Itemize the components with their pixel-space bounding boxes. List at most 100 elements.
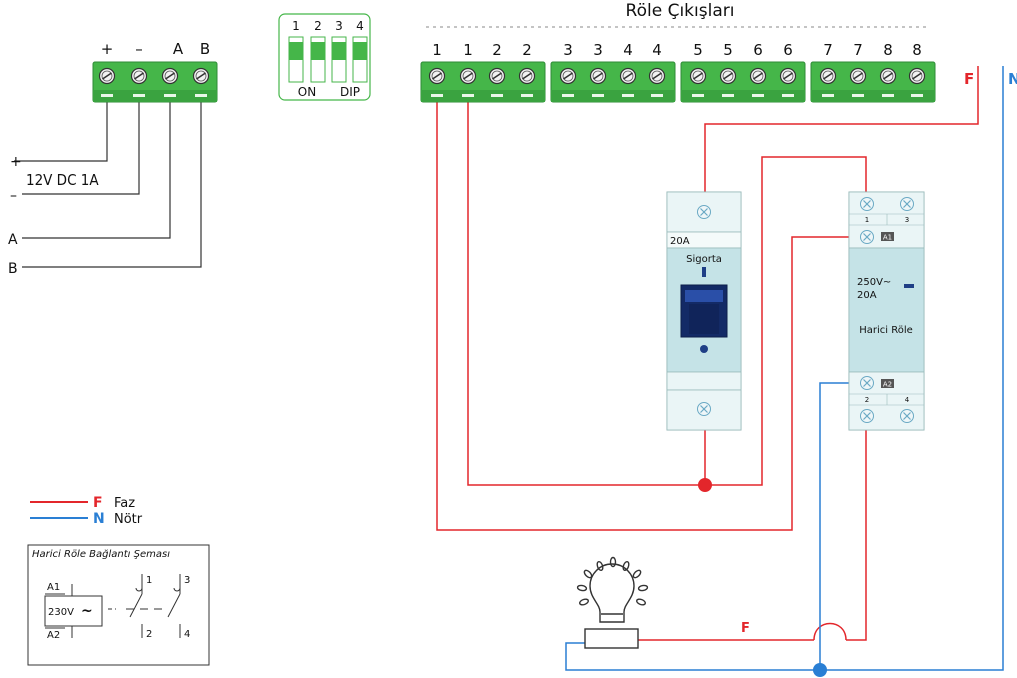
- relay-contact-1: 1: [865, 216, 869, 224]
- schematic-contact-4: 4: [184, 629, 190, 640]
- screw-icon: [488, 67, 506, 85]
- relay-terminal-number: 1: [432, 41, 442, 59]
- screw-icon: [619, 67, 637, 85]
- relay-terminal-number: 5: [723, 41, 733, 59]
- dip-toggle-4[interactable]: [352, 36, 368, 83]
- terminal-label-b: B: [200, 40, 210, 58]
- relay-outputs-title: Röle Çıkışları: [626, 1, 735, 21]
- screw-icon: [696, 401, 712, 417]
- screw-icon: [696, 204, 712, 220]
- fuse-rating: 20A: [670, 236, 690, 247]
- dip-label: DIP: [340, 85, 360, 99]
- relay-terminal-number: 3: [593, 41, 603, 59]
- screw-icon: [859, 196, 875, 212]
- external-relay-device: 1 3 A1 250V~ 20A Harici Röle A2 2 4: [848, 191, 925, 431]
- relay-terminal-number: 7: [823, 41, 833, 59]
- schematic-contact-2: 2: [146, 629, 152, 640]
- relay-rating-current: 20A: [857, 290, 877, 301]
- fuse-name: Sigorta: [686, 254, 722, 265]
- screw-icon: [459, 67, 477, 85]
- relay-contact-2: 2: [865, 396, 869, 404]
- relay-terminal-number: 6: [783, 41, 793, 59]
- mains-phase-label: F: [964, 70, 974, 88]
- dip-toggle-3[interactable]: [331, 36, 347, 83]
- relay-contact-4: 4: [905, 396, 910, 404]
- dip-toggle-1[interactable]: [288, 36, 304, 83]
- screw-icon: [819, 67, 837, 85]
- supply-label: 12V DC 1A: [26, 171, 99, 189]
- relay-name: Harici Röle: [859, 325, 913, 336]
- relay-terminal-block-2: [550, 61, 676, 103]
- screw-icon: [518, 67, 536, 85]
- relay-rating-voltage: 250V~: [857, 277, 891, 288]
- relay-terminal-number: 8: [912, 41, 922, 59]
- schematic-tilde: ~: [81, 603, 93, 619]
- screw-icon: [899, 196, 915, 212]
- screw-icon: [192, 67, 210, 85]
- screw-icon: [749, 67, 767, 85]
- legend-neutral-letter: N: [93, 511, 105, 527]
- schematic-title: Harici Röle Bağlantı Şeması: [32, 549, 170, 560]
- relay-terminal-number: 5: [693, 41, 703, 59]
- relay-terminal-number: 8: [883, 41, 893, 59]
- power-terminal-block: + – A B: [92, 40, 218, 103]
- screw-icon: [859, 408, 875, 424]
- relay-a2-label: A2: [883, 381, 892, 389]
- schematic-voltage: 230V: [48, 607, 74, 618]
- supply-minus-mark: –: [10, 188, 17, 204]
- lamp-phase-label: F: [741, 621, 750, 636]
- relay-terminal-block-3: [680, 61, 806, 103]
- dip-toggle-2[interactable]: [310, 36, 326, 83]
- relay-terminal-number: 2: [522, 41, 532, 59]
- light-bulb-icon: [576, 556, 649, 649]
- relay-a1-label: A1: [883, 234, 892, 242]
- schematic-contact-1: 1: [146, 575, 152, 586]
- screw-icon: [130, 67, 148, 85]
- screw-icon: [908, 67, 926, 85]
- relay-terminal-number: 1: [463, 41, 473, 59]
- screw-icon: [859, 229, 875, 245]
- relay-terminal-block-4: [810, 61, 936, 103]
- screw-icon: [879, 67, 897, 85]
- legend: F Faz N Nötr: [30, 495, 143, 527]
- relay-contact-3: 3: [905, 216, 909, 224]
- screw-icon: [428, 67, 446, 85]
- relay-schematic: Harici Röle Bağlantı Şeması A1 A2 230V ~…: [27, 544, 210, 666]
- dip-on-label: ON: [298, 85, 316, 99]
- dip-number-4: 4: [356, 19, 364, 33]
- screw-icon: [589, 67, 607, 85]
- wires: [14, 66, 1004, 677]
- relay-terminal-number: 2: [492, 41, 502, 59]
- screw-icon: [779, 67, 797, 85]
- power-supply-labels: + – 12V DC 1A A B: [8, 154, 99, 277]
- legend-phase-text: Faz: [114, 496, 135, 511]
- legend-neutral-text: Nötr: [114, 512, 143, 527]
- schematic-a2: A2: [47, 630, 60, 641]
- terminal-label-plus: +: [101, 40, 114, 58]
- fuse-device: 20A Sigorta: [666, 191, 742, 431]
- fuse-switch-handle[interactable]: [680, 284, 728, 338]
- schematic-contact-3: 3: [184, 575, 190, 586]
- dip-number-2: 2: [314, 19, 322, 33]
- dip-number-3: 3: [335, 19, 343, 33]
- relay-terminal-number: 3: [563, 41, 573, 59]
- relay-terminal-number: 6: [753, 41, 763, 59]
- screw-icon: [559, 67, 577, 85]
- legend-phase-letter: F: [93, 495, 103, 511]
- relay-terminal-number: 4: [623, 41, 633, 59]
- screw-icon: [98, 67, 116, 85]
- screw-icon: [719, 67, 737, 85]
- relay-terminal-block-1: [420, 61, 546, 103]
- dip-number-1: 1: [292, 19, 300, 33]
- relay-terminal-number: 7: [853, 41, 863, 59]
- screw-icon: [648, 67, 666, 85]
- schematic-a1: A1: [47, 582, 60, 593]
- relay-outputs: Röle Çıkışları 1 1 2 2 3 3 4 4 5 5 6 6 7…: [420, 1, 936, 103]
- line-b-label: B: [8, 261, 18, 277]
- terminal-label-a: A: [173, 40, 184, 58]
- screw-icon: [161, 67, 179, 85]
- screw-icon: [689, 67, 707, 85]
- dip-switch: 1 2 3 4 ON DIP: [278, 13, 371, 101]
- mains-neutral-label: N: [1008, 70, 1017, 88]
